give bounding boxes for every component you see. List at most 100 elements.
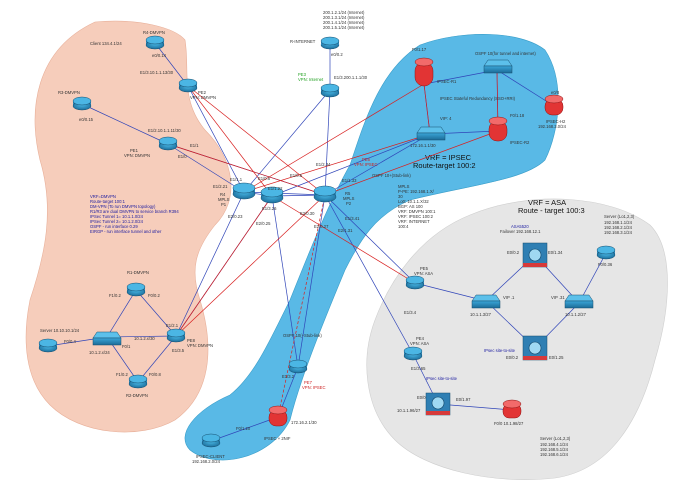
ospf-stub: OSPF 10+(Stub-link) xyxy=(372,173,411,178)
server-left[interactable] xyxy=(38,338,58,353)
router-pe1[interactable] xyxy=(158,136,178,151)
pe4-sub: VPN: ASA xyxy=(410,341,429,346)
asa-sw1-vip: VIP .1 xyxy=(503,295,515,300)
asa1-iface2: E0/1.34 xyxy=(548,250,563,255)
pe7-iface: E1/3.2 xyxy=(282,374,295,379)
router-iface-3: E2/0.23 xyxy=(228,214,243,219)
server-r2-line-2: 192.168.5.1/24 xyxy=(540,447,569,452)
mpls-note-6: VRF: DMVPN 100:1 xyxy=(398,209,436,214)
router-asa-remote[interactable] xyxy=(502,399,522,419)
asa-firewall-2[interactable] xyxy=(522,335,548,361)
ipsec-r2-iface: F0/1.18 xyxy=(510,113,525,118)
router-r5-p2[interactable] xyxy=(313,185,337,203)
router-ipsec-client[interactable] xyxy=(201,433,221,448)
router-ipsec-h2[interactable] xyxy=(544,94,564,116)
switch-asa-left[interactable] xyxy=(471,294,501,309)
router-pe7[interactable] xyxy=(288,359,308,374)
router-pe8[interactable] xyxy=(166,328,186,343)
pe1-label: PE1 xyxy=(130,148,139,153)
server-left-iface: F0/0.4 xyxy=(64,339,77,344)
asa-sw2-vip: VIP .31 xyxy=(551,295,565,300)
internet-line-3: 200.1.4.1/24 (Internet) xyxy=(323,20,365,25)
router-r1-dmvpn[interactable] xyxy=(126,282,146,297)
asa-sw1-iface: 10.1.1.3/27 xyxy=(470,312,492,317)
dmvpn-note-7: OSPF - run interface 0.29 xyxy=(90,224,138,229)
router-r4-dmvpn[interactable] xyxy=(145,35,165,50)
router-r4-p1[interactable] xyxy=(232,182,256,200)
pe5-label: PE5 xyxy=(420,266,429,271)
router-iface-14: E2/1.31 xyxy=(338,228,353,233)
mpls-note-9: 100:4 xyxy=(398,224,409,229)
server-r2-line-1: 192.168.4.1/24 xyxy=(540,442,569,447)
ipsec-r2-label: IPSEC-R2 xyxy=(510,140,530,145)
sw-left-iface2: F0/1 xyxy=(122,344,131,349)
switch-left[interactable] xyxy=(92,331,122,346)
router-pe3[interactable] xyxy=(320,83,340,98)
mpls-note-4: Lo0: 10.1.1.X/32 xyxy=(398,199,429,204)
pe1-sub: VPN: DMVPN xyxy=(124,153,150,158)
router-pe2[interactable] xyxy=(178,78,198,93)
ipsec-client-sub: 192.168.2.0/24 xyxy=(192,459,221,464)
asa2-iface: E0/0.2 xyxy=(506,355,519,360)
hub-label: R4-DMVPN xyxy=(143,30,165,35)
internet-line-1: 200.1.2.1/24 (Internet) xyxy=(323,10,365,15)
r-internet-iface: e0/0.2 xyxy=(331,52,343,57)
hub-iface: e0/0.14 xyxy=(152,53,167,58)
ipsec-2nif-label: IPSEC + 2NIF xyxy=(264,436,291,441)
labels: 200.1.2.1/24 (Internet) 200.1.3.1/24 (In… xyxy=(40,10,635,464)
dmvpn-note-8: EIRGP - run interface tunnel and other xyxy=(90,229,162,234)
router-iface-7: E1/3.26 xyxy=(262,206,277,211)
pe6-iface: 172.16.1.1/30 xyxy=(410,143,436,148)
r2-label: R2-DMVPN xyxy=(126,393,148,398)
asa-sw2-iface: 10.1.1.2/27 xyxy=(565,312,587,317)
r3-iface: e0/0.15 xyxy=(79,117,94,122)
mpls-note-7: VRF: IPSEC 100:2 xyxy=(398,214,434,219)
ipsec-r1-label: IPSEC-R1 xyxy=(437,79,457,84)
mpls-note-1: MPLS xyxy=(398,184,410,189)
asa-firewall-1[interactable] xyxy=(522,242,548,268)
router-pe5[interactable] xyxy=(405,275,425,290)
mpls-note-2: P-PE: 192.168.1.X/ xyxy=(398,189,435,194)
ipsec-redundancy: IPSEC Stateful Redundancy (SSO+RRI) xyxy=(440,96,516,101)
pe5-sub: VPN: ASA xyxy=(414,271,433,276)
r1-iface2: F0/0.2 xyxy=(148,293,161,298)
switch-ipsec-top[interactable] xyxy=(483,59,513,74)
pe3-sub: VPN: Internet xyxy=(298,77,324,82)
router-iface-4: E2/0.25 xyxy=(256,221,271,226)
router-pe4[interactable] xyxy=(403,346,423,361)
pe6-label: PE6 xyxy=(362,157,371,162)
asa-firewall-3[interactable] xyxy=(425,392,451,416)
server-r2-line-3: 192.168.6.1/24 xyxy=(540,452,569,457)
server-r1-line-3: 192.168.3.1/24 xyxy=(604,230,633,235)
router-iface-9: E2/0.30 xyxy=(300,211,315,216)
asa1-iface: E0/0.2 xyxy=(507,250,520,255)
pe8-label: PE8 xyxy=(187,338,196,343)
server-r1-label: Server (Lo1,2,3) xyxy=(604,214,635,219)
r5p2-label: R5 xyxy=(345,191,351,196)
asa1-sub: Failover 192.168.12.1 xyxy=(500,229,541,234)
asa-fw3-iface3: E0/0 xyxy=(417,395,426,400)
r2-iface1: F1/0.2 xyxy=(116,372,129,377)
server-r1-line-1: 192.168.1.1/24 xyxy=(604,220,633,225)
router-ipsec-r2[interactable] xyxy=(488,116,508,142)
mpls-note-3: 30 xyxy=(398,194,403,199)
r4p1-sub2: P1 xyxy=(221,202,227,207)
router-r-internet[interactable] xyxy=(320,36,340,50)
router-r3-dmvpn[interactable] xyxy=(72,96,92,111)
switch-asa-right[interactable] xyxy=(564,294,594,309)
router-mpls-center[interactable] xyxy=(260,186,284,204)
r3-label: R3-DMVPN xyxy=(58,90,80,95)
mpls-note-8: VRF: INTERNET xyxy=(398,219,430,224)
router-r2-dmvpn[interactable] xyxy=(128,374,148,389)
r5p2-sub: MPLS xyxy=(343,196,355,201)
server-right-top[interactable] xyxy=(596,245,616,260)
server-r1-iface: F0/0.36 xyxy=(598,262,613,267)
router-ipsec-2nif[interactable] xyxy=(268,405,288,427)
asa2-iface2: E0/1.25 xyxy=(549,355,564,360)
ipsec-zone-subtitle: Route-target 100:2 xyxy=(413,161,476,170)
router-iface-10: E1/2.34 xyxy=(316,162,331,167)
asa1-label: ASA5520 xyxy=(511,224,529,229)
switch-ipsec-bottom[interactable] xyxy=(416,126,446,141)
router-ipsec-r1[interactable] xyxy=(414,57,434,87)
